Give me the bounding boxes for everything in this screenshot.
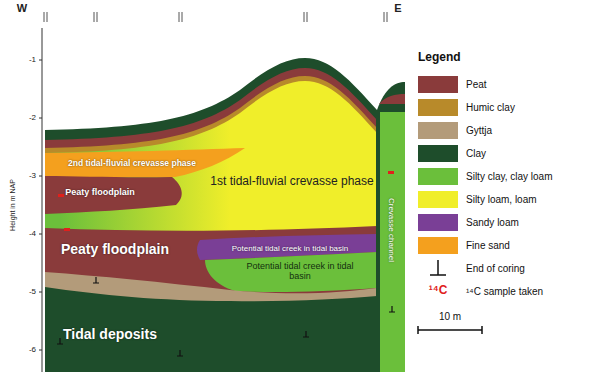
peat-layer — [45, 176, 182, 214]
layer-label: Peaty floodplain — [61, 242, 169, 257]
axis-tick-label: -1 — [29, 56, 36, 65]
layer-label: Potential tidal creek in tidal basin — [238, 262, 363, 282]
legend-swatch — [418, 122, 458, 139]
gyttja-layer — [45, 272, 377, 372]
layer-label: Peaty floodplain — [65, 188, 135, 198]
peat-layer — [45, 226, 377, 372]
scale-bar — [418, 326, 482, 334]
legend-label: Silty clay, clay loam — [466, 171, 553, 182]
layer-label: Tidal deposits — [63, 327, 157, 342]
sample-symbol: ¹⁴C — [429, 284, 448, 297]
legend-swatch — [418, 99, 458, 116]
compass-label: W — [17, 2, 27, 14]
second-crevasse-layer — [45, 148, 245, 177]
axis-tick-label: -3 — [29, 172, 36, 181]
legend-label: End of coring — [466, 263, 525, 274]
legend-swatch — [418, 237, 458, 254]
sample-marks — [58, 171, 394, 231]
legend-label: Peat — [466, 79, 487, 90]
legend-label: Sandy loam — [466, 217, 519, 228]
clay-layer — [45, 287, 377, 372]
axis-tick-label: -4 — [29, 230, 36, 239]
silty-clay-layer — [205, 252, 377, 292]
legend-label: Humic clay — [466, 102, 515, 113]
peat-layer — [379, 94, 405, 104]
layer-label: 1st tidal-fluvial crevasse phase — [210, 175, 373, 188]
end-of-coring-symbol — [430, 260, 446, 275]
legend-title: Legend — [418, 51, 461, 64]
layer-label: Crevasse channel — [387, 198, 396, 262]
legend-swatch — [418, 214, 458, 231]
legend-swatch — [418, 168, 458, 185]
legend-swatch — [418, 145, 458, 162]
core-ticks — [44, 12, 387, 22]
layer-label: Potential tidal creek in tidal basin — [232, 245, 349, 254]
clay-layer — [377, 82, 405, 372]
axis-title: Height in m NAP — [9, 179, 17, 231]
axis-tick-label: -6 — [29, 346, 36, 355]
first-crevasse-layer — [45, 81, 377, 372]
crevasse-channel — [380, 112, 405, 372]
legend-label: Clay — [466, 148, 486, 159]
legend-label: Fine sand — [466, 240, 510, 251]
channel-edge — [376, 110, 378, 372]
height-axis — [39, 28, 42, 372]
axis-tick-label: -5 — [29, 288, 36, 297]
layer-label: 2nd tidal-fluvial crevasse phase — [68, 159, 196, 168]
axis-tick-label: -2 — [29, 114, 36, 123]
legend-label: Silty loam, loam — [466, 194, 537, 205]
compass-label: E — [394, 2, 401, 14]
end-of-coring-marks — [57, 277, 395, 356]
legend-label: ¹⁴C sample taken — [466, 286, 543, 297]
legend-swatch — [418, 191, 458, 208]
legend-swatch — [418, 76, 458, 93]
scale-label: 10 m — [439, 311, 461, 322]
legend-label: Gyttja — [466, 125, 492, 136]
